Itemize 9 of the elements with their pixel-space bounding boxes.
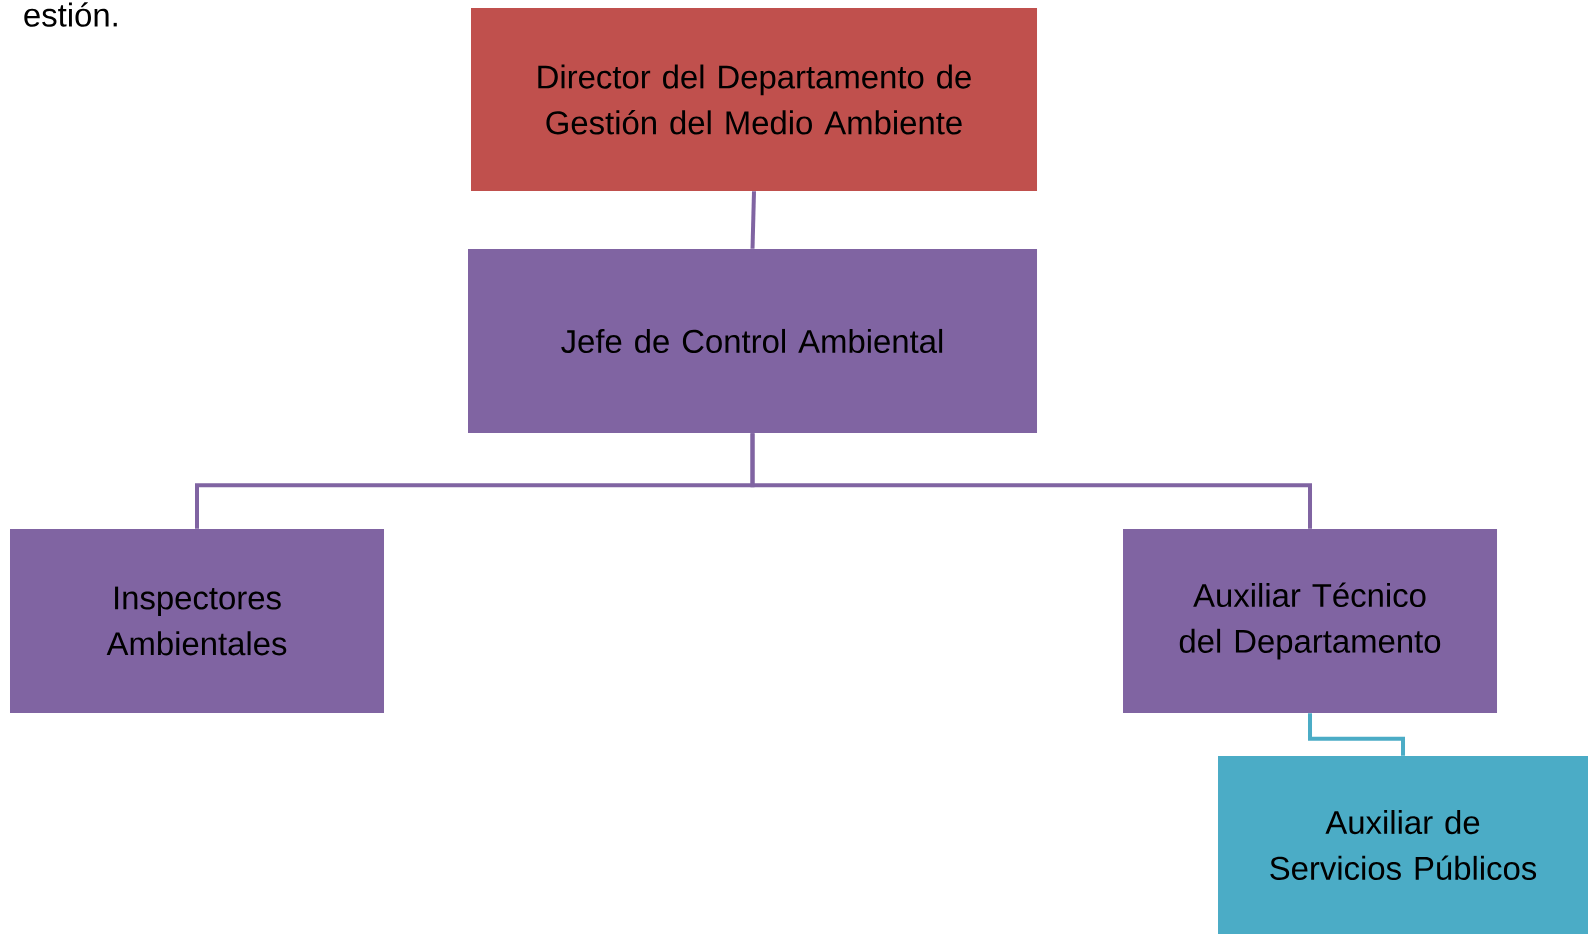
org-box: Auxiliar Técnico del Departamento	[1123, 529, 1497, 713]
org-box: Auxiliar de Servicios Públicos	[1218, 756, 1588, 934]
connector-line	[1308, 713, 1405, 756]
org-box: Director del Departamento de Gestión del Medio Ambiente	[471, 8, 1037, 191]
org-box: Inspectores Ambientales	[10, 529, 384, 713]
connector-line	[750, 433, 1312, 529]
cut-text: estión.	[24, 2, 117, 27]
org-box: Jefe de Control Ambiental	[468, 249, 1037, 433]
connector-line	[750, 191, 756, 249]
